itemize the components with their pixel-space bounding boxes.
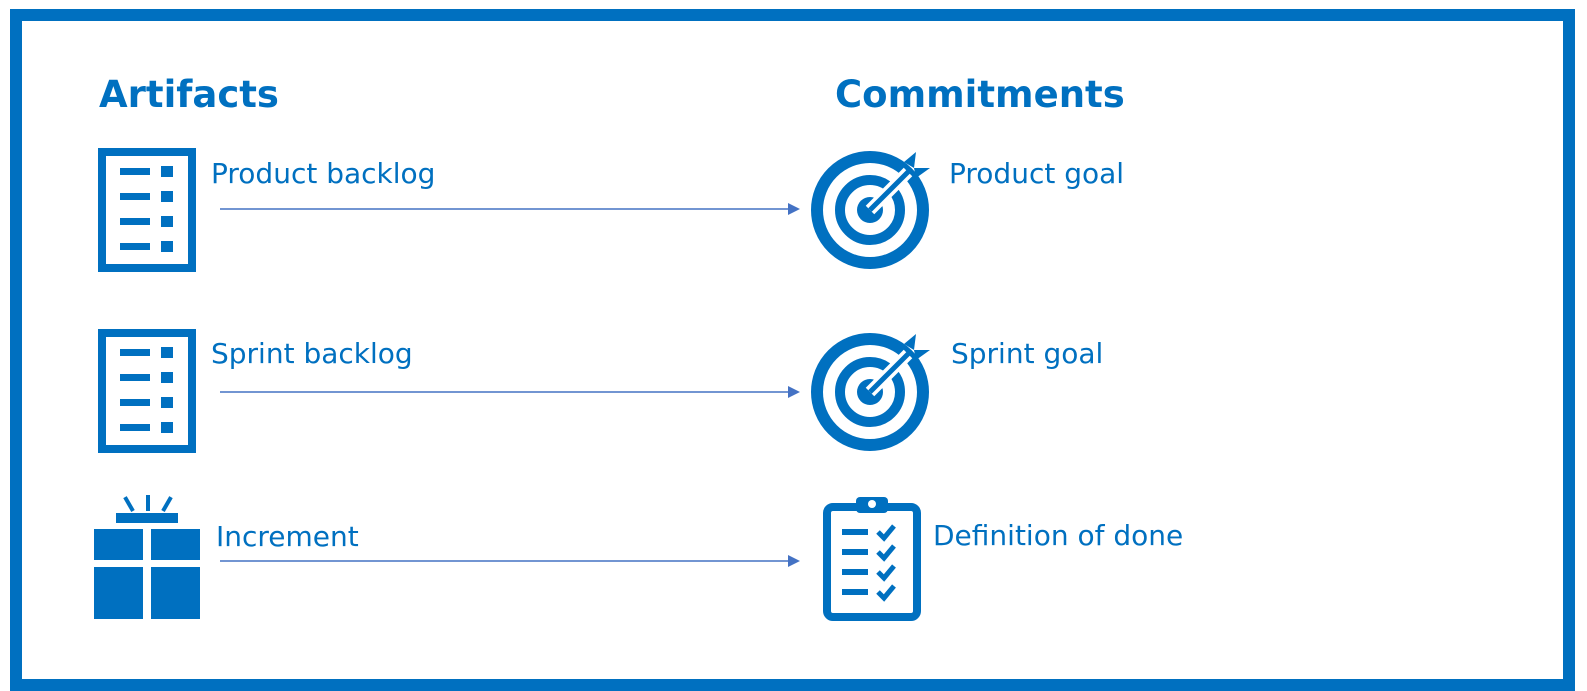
clipboard-checklist-icon (823, 497, 921, 621)
diagram-frame (10, 9, 1575, 691)
gift-box-icon (94, 495, 200, 619)
target-arrow-icon (811, 333, 930, 451)
list-document-icon (98, 148, 196, 272)
artifact-label-sprint-backlog: Sprint backlog (211, 337, 413, 370)
target-arrow-icon (811, 151, 930, 269)
connector-arrow (220, 203, 800, 215)
commitment-label-sprint-goal: Sprint goal (951, 337, 1104, 370)
artifact-label-product-backlog: Product backlog (211, 157, 436, 190)
commitment-label-definition-of-done: Definition of done (933, 519, 1184, 552)
artifacts-heading: Artifacts (99, 73, 279, 116)
connector-arrow (220, 555, 800, 567)
artifact-label-increment: Increment (216, 520, 359, 553)
commitments-heading: Commitments (835, 73, 1125, 116)
commitment-label-product-goal: Product goal (949, 157, 1125, 190)
connector-arrow (220, 386, 800, 398)
list-document-icon (98, 329, 196, 453)
